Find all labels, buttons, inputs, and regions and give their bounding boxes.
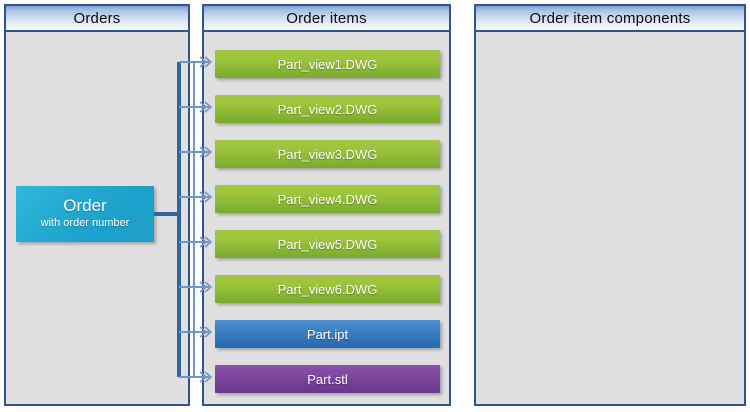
order-item-label: Part_view3.DWG (277, 146, 378, 162)
order-item-label: Part_view5.DWG (277, 236, 378, 252)
order-item-node[interactable]: Part_view6.DWG (215, 275, 440, 303)
order-item-label: Part_view6.DWG (277, 281, 378, 297)
order-node-subtitle: with order number (40, 217, 130, 230)
panel-order-item-components-body (476, 32, 744, 404)
order-item-node[interactable]: Part_view5.DWG (215, 230, 440, 258)
panel-order-items-body: Part_view1.DWG Part_view2.DWG Part_view3.D… (204, 32, 449, 404)
panel-orders-title: Orders (73, 9, 121, 27)
order-item-node[interactable]: Part_view3.DWG (215, 140, 440, 168)
order-item-node[interactable]: Part_view4.DWG (215, 185, 440, 213)
order-item-label: Part.ipt (306, 326, 349, 342)
panel-order-item-components-title: Order item components (529, 9, 691, 27)
order-item-node[interactable]: Part_view1.DWG (215, 50, 440, 78)
panel-order-items: Order items Part_view1.DWG Part_view2.DWG… (202, 4, 451, 406)
order-item-label: Part.stl (307, 371, 348, 387)
panel-order-item-components-header: Order item components (476, 6, 744, 32)
order-node-title: Order (63, 196, 107, 216)
order-item-label: Part_view1.DWG (277, 56, 378, 72)
panel-orders-header: Orders (6, 6, 188, 32)
panel-order-items-title: Order items (286, 9, 367, 27)
order-item-label: Part_view4.DWG (277, 191, 378, 207)
order-node[interactable]: Order with order number (16, 186, 154, 242)
order-item-node[interactable]: Part_view2.DWG (215, 95, 440, 123)
order-item-node[interactable]: Part.ipt (215, 320, 440, 348)
order-item-node[interactable]: Part.stl (215, 365, 440, 393)
order-item-label: Part_view2.DWG (277, 101, 378, 117)
panel-order-item-components: Order item components (474, 4, 746, 406)
panel-order-items-header: Order items (204, 6, 449, 32)
